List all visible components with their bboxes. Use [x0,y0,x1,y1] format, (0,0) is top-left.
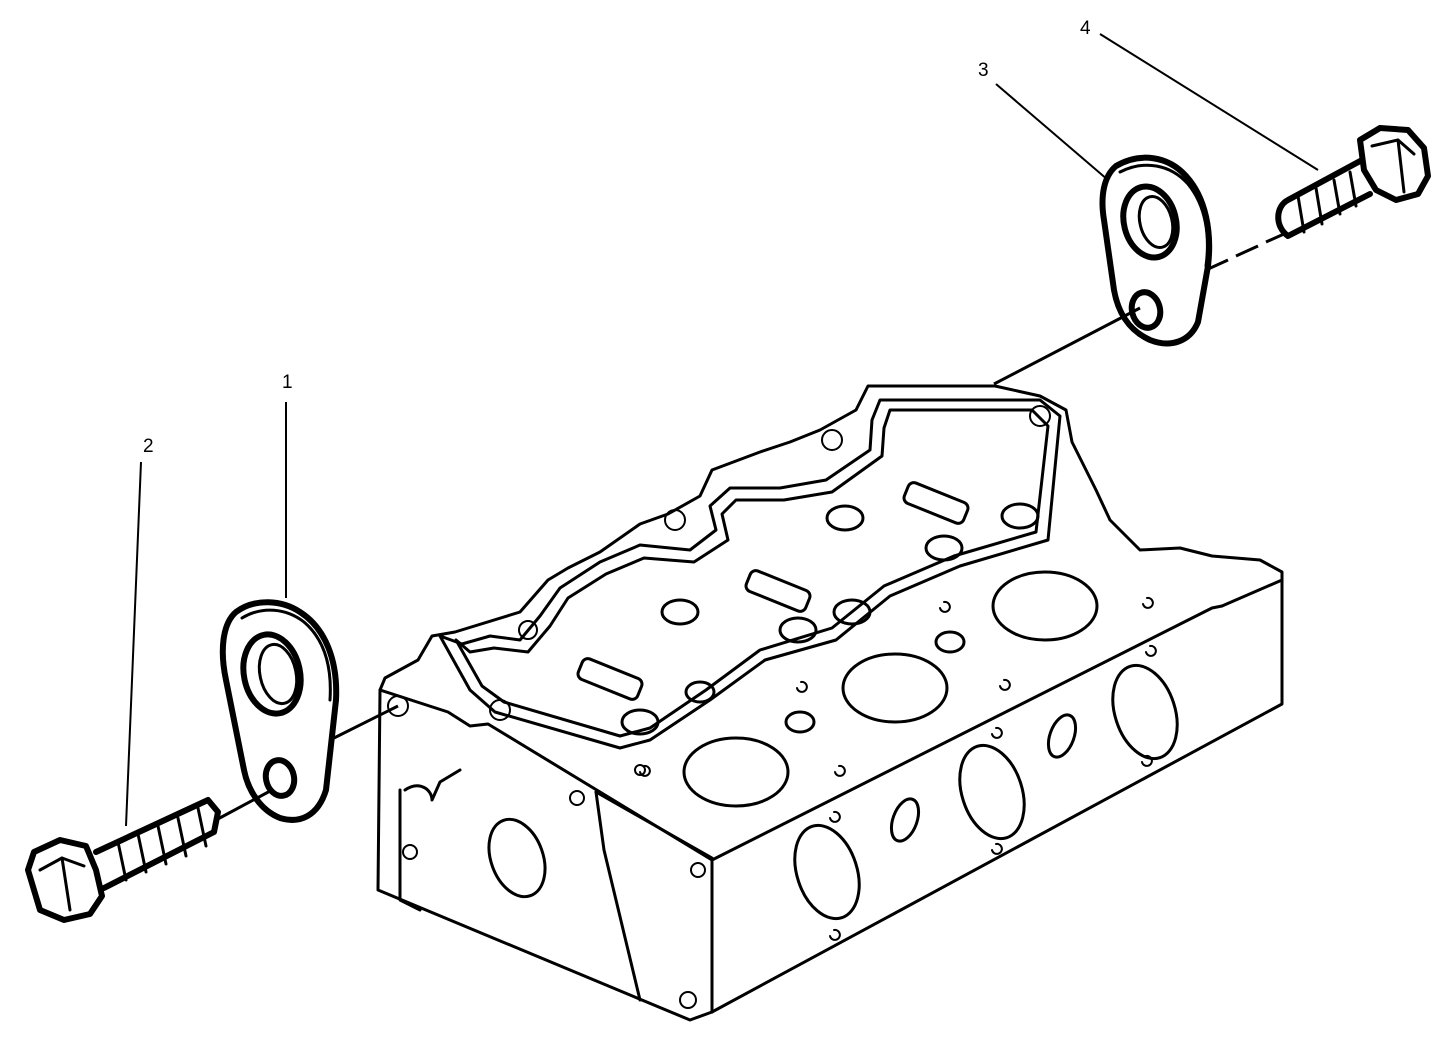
callout-2: 2 [143,436,154,457]
leader-3 [995,83,1109,181]
part-4-bolt [1275,125,1431,239]
leader-2 [125,461,142,827]
cylinder-head [376,384,1284,1022]
leader-lines [125,33,1319,827]
part-1-flange [219,599,340,823]
leader-4 [1099,33,1319,171]
callout-4: 4 [1080,18,1091,39]
callout-labels: 1 2 3 4 [143,18,1091,457]
part-2-bolt [25,797,221,923]
part-3-flange [1099,154,1213,347]
callout-1: 1 [282,372,293,393]
callout-3: 3 [978,60,989,81]
assembly-centerlines [215,232,1285,822]
